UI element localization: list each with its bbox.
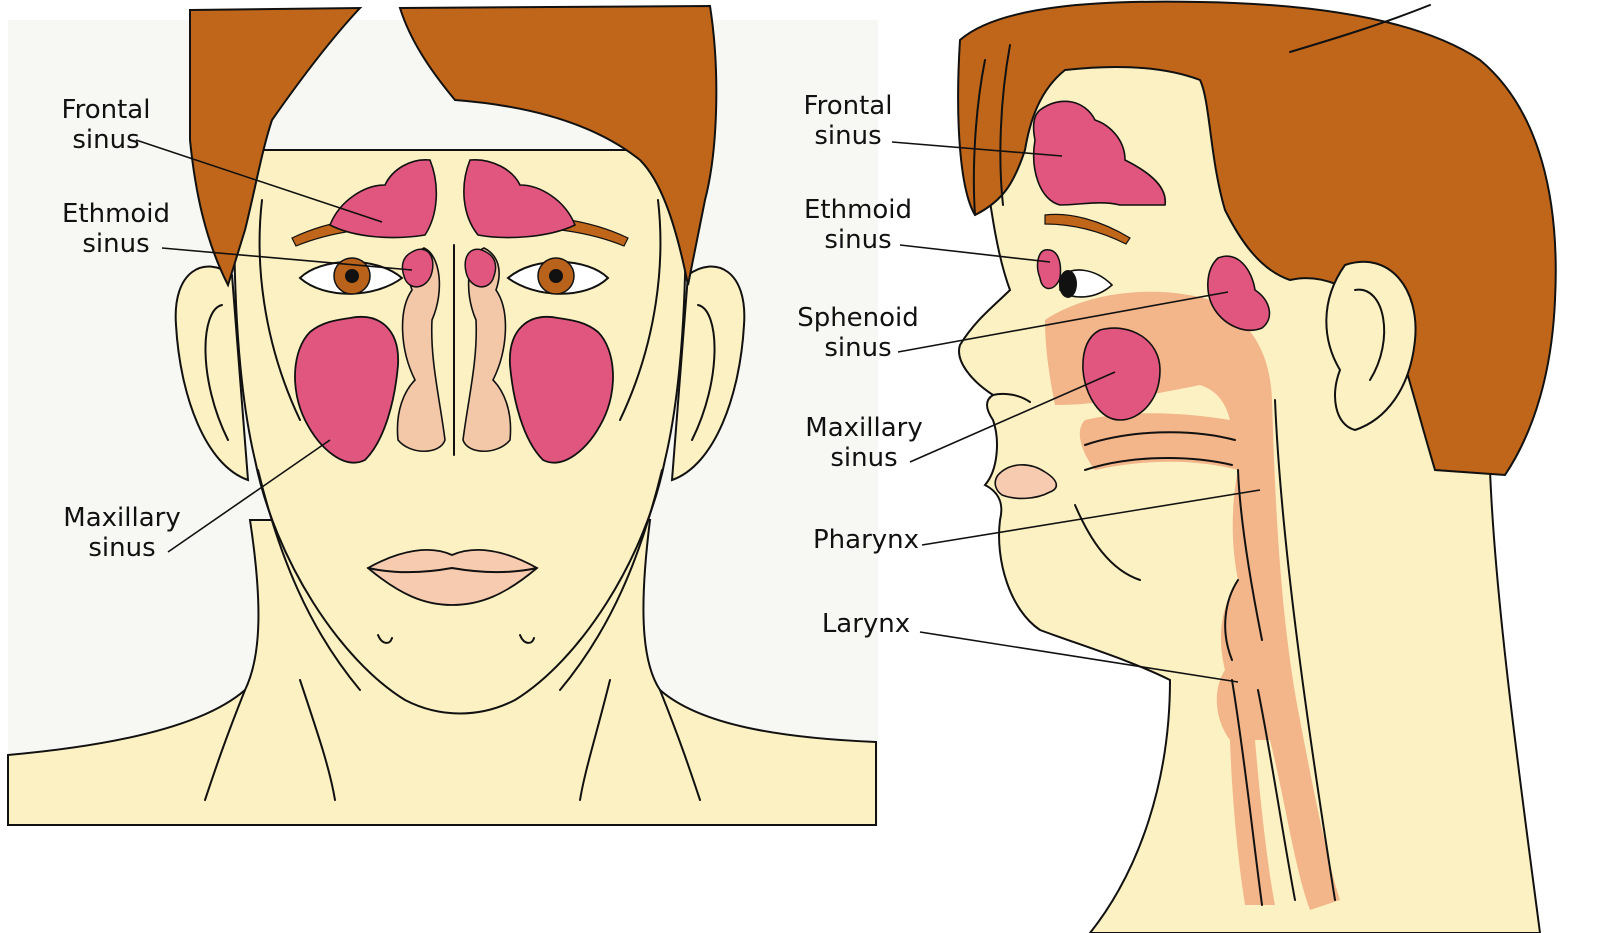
label-front-maxillary-line1: Maxillary xyxy=(63,503,180,533)
label-side-ethmoid-line1: Ethmoid xyxy=(804,195,912,225)
label-front-ethmoid-line2: sinus xyxy=(82,229,149,259)
label-side-ethmoid-line2: sinus xyxy=(824,225,891,255)
label-front-frontal-line1: Frontal xyxy=(62,95,151,125)
label-front-frontal-line2: sinus xyxy=(72,125,139,155)
label-side-larynx: Larynx xyxy=(822,609,910,639)
label-side-sphenoid-line2: sinus xyxy=(824,333,891,363)
side-ethmoid-sinus xyxy=(1038,250,1061,289)
side-view xyxy=(958,2,1556,933)
label-side-maxillary-line2: sinus xyxy=(830,443,897,473)
side-pupil xyxy=(1059,270,1077,298)
label-front-maxillary-line2: sinus xyxy=(88,533,155,563)
label-side-frontal-line2: sinus xyxy=(814,121,881,151)
label-side-pharynx: Pharynx xyxy=(813,525,919,555)
label-side-maxillary-line1: Maxillary xyxy=(805,413,922,443)
label-side-frontal-line1: Frontal xyxy=(804,91,893,121)
label-front-ethmoid-line1: Ethmoid xyxy=(62,199,170,229)
front-ethmoid-sinus-right xyxy=(465,249,495,287)
front-ethmoid-sinus-left xyxy=(402,249,432,287)
label-side-sphenoid-line1: Sphenoid xyxy=(797,303,919,333)
